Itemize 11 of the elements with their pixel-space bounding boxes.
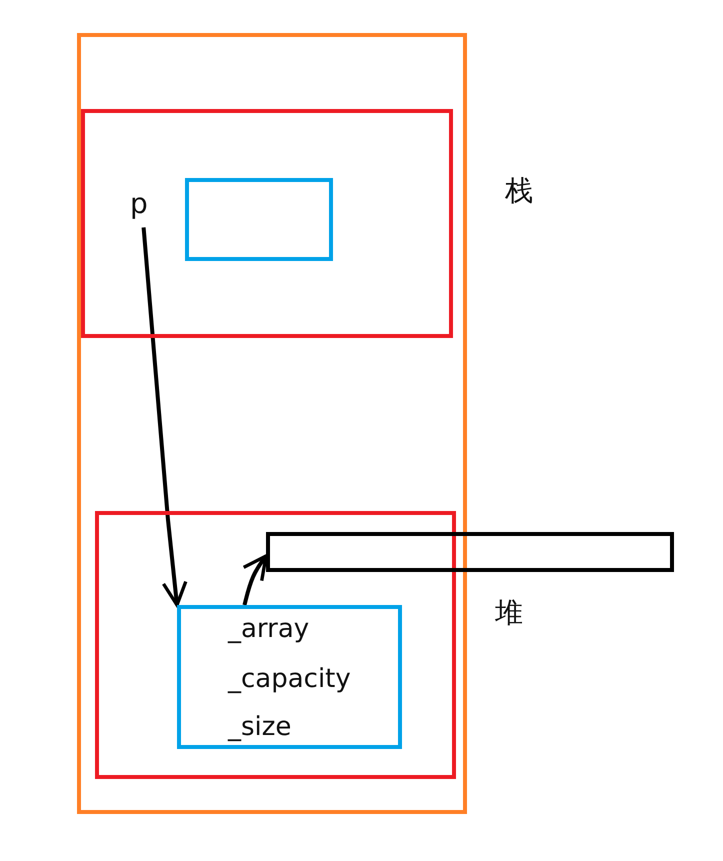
arrow: [142, 227, 188, 607]
region-label: 堆: [495, 599, 523, 627]
array-block: [266, 532, 674, 572]
field-name: _array: [228, 616, 310, 642]
arrow: [242, 554, 268, 606]
region-label: 栈: [505, 177, 533, 205]
field-name: _capacity: [228, 666, 351, 692]
memory-region-box: [185, 178, 333, 261]
variable-label: p: [130, 190, 148, 218]
field-name: _size: [228, 714, 292, 740]
struct-box: [177, 605, 402, 749]
